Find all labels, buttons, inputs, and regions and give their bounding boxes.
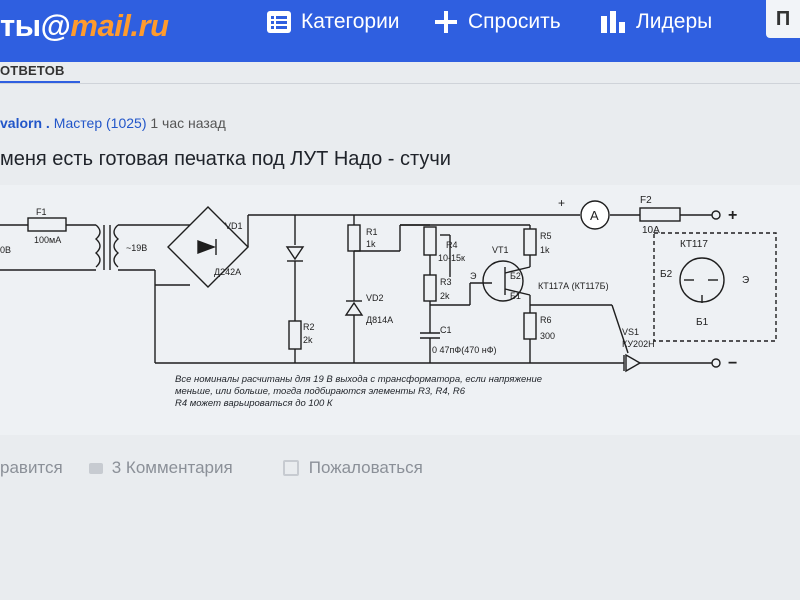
flag-icon [282,460,299,476]
nav-leaders[interactable]: Лидеры [600,10,712,34]
author-name[interactable]: valorn . [0,115,50,131]
like-button[interactable]: равится [0,458,63,477]
circuit-diagram: F1 100мА 0В ~19В VD1 Д242А R1 1k VD2 Д81… [0,195,777,373]
label-vs1: VS1 [622,327,639,337]
nav-categories-label: Категории [301,10,400,33]
caption-line: меньше, или больше, тогда подбираются эл… [175,386,466,397]
header-corner-button[interactable]: П [766,0,800,38]
label-e: Э [470,271,477,281]
ammeter-symbol [580,200,610,230]
label-vt1-part: КТ117А (КТ117Б) [538,281,609,291]
answer-time: 1 час назад [150,115,226,131]
label-vd2: VD2 [366,293,384,303]
label-vd1: VD1 [225,221,243,231]
logo-text: ты@ [0,8,71,43]
caption-line: R4 может варьироваться до 100 К [175,398,333,409]
label-ammeter-plus: + [558,196,565,210]
answer-meta: valorn . Мастер (1025) 1 час назад [0,115,226,131]
label-r6: R6 [540,315,552,325]
label-plus: + [728,207,737,224]
label-vd1-part: Д242А [214,267,241,277]
nav-ask[interactable]: Спросить [434,10,561,34]
label-r3: R3 [440,277,452,287]
label-c1: C1 [440,325,452,335]
label-b1: Б1 [510,291,521,301]
label-f2-val: 10А [642,225,660,236]
schematic-caption: Все номиналы расчитаны для 19 В выхода с… [175,374,542,410]
label-r6-val: 300 [540,331,555,341]
label-r4: R4 [446,240,458,250]
label-voltage-in: 0В [0,245,11,255]
label-c1-val: 0 47пФ(470 нФ) [432,345,497,355]
report-button[interactable]: Пожаловаться [282,458,423,478]
label-pin-b2: Б2 [660,269,673,280]
author-rank[interactable]: Мастер (1025) [53,115,147,131]
schematic-image: F1 100мА 0В ~19В VD1 Д242А R1 1k VD2 Д81… [0,185,800,435]
label-vs1-part: КУ202Н [622,339,655,349]
site-logo[interactable]: ты@mail.ru [0,8,169,44]
nav-leaders-label: Лидеры [636,10,713,33]
label-vt1: VT1 [492,245,509,255]
logo-domain: mail.ru [70,8,169,43]
label-f1-val: 100мА [34,235,61,245]
label-vd2-part: Д814А [366,315,393,325]
label-r4-val: 10-15к [438,253,465,263]
answer-text: меня есть готовая печатка под ЛУТ Надо -… [0,148,451,170]
tab-answers[interactable]: ОТВЕТОВ [0,63,65,78]
label-r2: R2 [303,322,315,332]
report-label: Пожаловаться [308,458,423,477]
label-r5: R5 [540,231,552,241]
comments-label: 3 Комментария [111,458,233,477]
comment-icon [88,462,103,474]
label-r3-val: 2k [440,291,450,301]
label-minus: − [728,355,737,372]
label-pin-b1: Б1 [696,317,709,328]
label-f1: F1 [36,207,47,217]
label-r5-val: 1k [540,245,550,255]
site-header: ты@mail.ru Категории Спросить Лидеры П [0,0,800,62]
label-pin-e: Э [742,275,749,286]
list-icon [267,11,291,33]
caption-line: Все номиналы расчитаны для 19 В выхода с… [175,374,543,385]
tab-active-indicator [0,81,80,84]
label-kt117: КТ117 [680,239,708,250]
label-r2-val: 2k [303,335,313,345]
comments-button[interactable]: 3 Комментария [88,458,233,478]
bar-chart-icon [601,11,625,33]
label-voltage-sec: ~19В [126,243,147,253]
label-b2: Б2 [510,271,521,281]
answer-actions: равится 3 Комментария Пожаловаться [0,458,423,478]
nav-ask-label: Спросить [468,10,561,33]
divider [0,83,800,84]
label-ammeter: A [590,208,599,223]
plus-icon [435,11,457,33]
label-f2: F2 [640,195,652,206]
nav-categories[interactable]: Категории [267,10,400,34]
label-r1-val: 1k [366,239,376,249]
label-r1: R1 [366,227,378,237]
